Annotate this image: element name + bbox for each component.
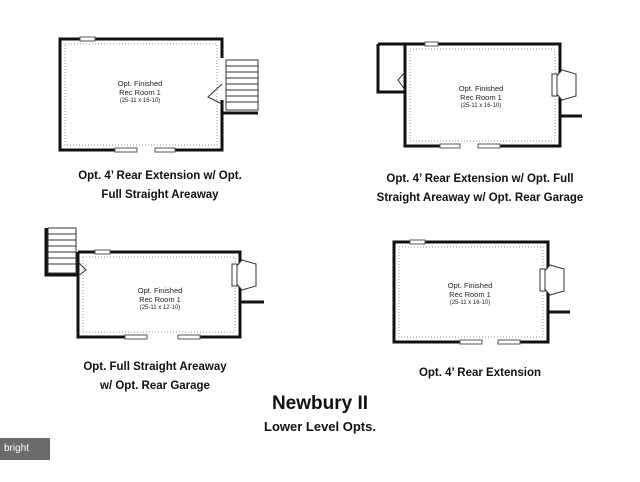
caption-line-1: Opt. Full Straight Areaway xyxy=(83,361,227,373)
plan-1-door-swing xyxy=(207,83,223,105)
room-label: Rec Room 1 xyxy=(449,290,491,299)
plan-1-stairs xyxy=(225,59,259,111)
room-label: Rec Room 1 xyxy=(460,93,502,102)
room-label: Rec Room 1 xyxy=(119,88,161,97)
plan-4-windows xyxy=(409,239,521,345)
plan-3-caption: Opt. Full Straight Areaway w/ Opt. Rear … xyxy=(40,358,270,396)
room-name: Opt. Finished xyxy=(447,281,493,290)
plan-2-room-label: Opt. Finished Rec Room 1 (25-11 x 16-10) xyxy=(441,84,521,111)
plan-3-windows xyxy=(94,249,201,340)
model-title: Newbury II xyxy=(271,393,369,414)
caption-line-1: Opt. 4’ Rear Extension w/ Opt. xyxy=(78,170,242,182)
mls-watermark: bright MLS xyxy=(0,438,50,476)
plan-3-stairs xyxy=(47,227,77,274)
caption-line-2: w/ Opt. Rear Garage xyxy=(100,380,210,392)
plan-2-door-swing xyxy=(397,71,406,91)
plan-1-window xyxy=(79,36,176,153)
room-name: Opt. Finished xyxy=(458,84,504,93)
caption-line-2: Full Straight Areaway xyxy=(101,189,219,201)
plan-4-fireplace xyxy=(539,264,565,296)
plan-1-dotted-inner xyxy=(64,43,218,146)
room-name: Opt. Finished xyxy=(137,286,183,295)
caption-line-1: Opt. 4’ Rear Extension xyxy=(418,367,542,379)
room-dimensions: (25-11 x 16-10) xyxy=(460,103,502,109)
plan-4-dotted-inner xyxy=(398,246,544,338)
room-name: Opt. Finished xyxy=(117,79,163,88)
room-dimensions: (25-11 x 16-10) xyxy=(119,98,161,104)
plan-2-fireplace xyxy=(551,69,577,101)
plan-3-door-swing xyxy=(77,261,87,277)
plan-1-caption: Opt. 4’ Rear Extension w/ Opt. Full Stra… xyxy=(40,167,280,205)
plan-4-caption: Opt. 4’ Rear Extension xyxy=(370,364,590,383)
plan-2-caption: Opt. 4’ Rear Extension w/ Opt. Full Stra… xyxy=(350,170,610,208)
floor-plans-drawing xyxy=(44,36,582,345)
room-dimensions: (25-11 x 12-10) xyxy=(139,305,181,311)
caption-line-1: Opt. 4’ Rear Extension w/ Opt. Full xyxy=(386,173,574,185)
plan-2-windows xyxy=(424,41,501,149)
plan-1-walls xyxy=(58,37,258,152)
plan-4-room-label: Opt. Finished Rec Room 1 (25-11 x 16-10) xyxy=(430,281,510,308)
plan-3-fireplace xyxy=(231,259,257,291)
model-subtitle: Lower Level Opts. xyxy=(264,419,376,434)
plan-3-room-label: Opt. Finished Rec Room 1 (25-11 x 12-10) xyxy=(120,286,200,313)
plan-1-room-label: Opt. Finished Rec Room 1 (25-11 x 16-10) xyxy=(100,79,180,106)
plan-3-walls xyxy=(44,228,264,339)
room-dimensions: (25-11 x 16-10) xyxy=(449,300,491,306)
plan-2-dotted-inner xyxy=(409,48,556,142)
room-label: Rec Room 1 xyxy=(139,295,181,304)
plan-3-dotted-inner xyxy=(82,256,236,333)
caption-line-2: Straight Areaway w/ Opt. Rear Garage xyxy=(376,192,584,204)
